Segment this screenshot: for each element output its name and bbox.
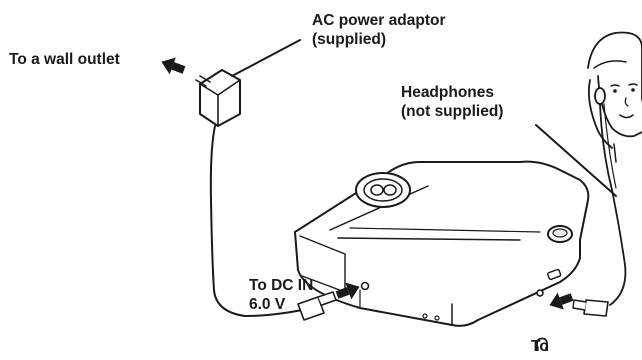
headphone-jack-label: To <box>531 337 549 356</box>
wall-outlet-label: To a wall outlet <box>9 50 120 69</box>
leader-headphones <box>535 124 617 197</box>
cd-player <box>294 160 590 327</box>
dc-in-jack <box>360 281 370 291</box>
headphones-label-line1: Headphones <box>401 84 495 101</box>
arrow-to-headphone-jack <box>549 292 574 310</box>
headphones-label: Headphones (not supplied) <box>401 83 503 121</box>
headphones-label-line2: (not supplied) <box>401 103 504 120</box>
arrows <box>161 57 574 310</box>
jog-dial <box>355 172 411 208</box>
headphone-plug <box>572 299 609 317</box>
ac-adaptor-label-line2: (supplied) <box>312 31 387 48</box>
dc-in-label-line2: 6.0 V <box>249 296 286 313</box>
headphone-icon <box>536 337 548 351</box>
ac-adaptor-label-line1: AC power adaptor <box>312 12 446 29</box>
lid-window <box>547 225 573 243</box>
headphone-jack-label-text: To <box>531 338 549 355</box>
leader-ac-adaptor <box>231 39 301 77</box>
dc-in-label-line1: To DC IN <box>249 277 314 294</box>
headphone-jack <box>536 289 544 297</box>
hold-switch <box>547 268 562 281</box>
headphones-user <box>572 31 642 317</box>
arrow-to-wall-outlet <box>161 57 186 75</box>
wall-outlet-label-text: To a wall outlet <box>9 51 120 68</box>
ac-adaptor-label: AC power adaptor (supplied) <box>312 11 445 49</box>
leader-lines <box>231 39 617 197</box>
ac-adaptor <box>195 69 337 321</box>
arrow-to-dc-in <box>335 282 360 300</box>
dc-plug <box>297 291 337 321</box>
dc-in-label: To DC IN 6.0 V <box>249 276 313 314</box>
